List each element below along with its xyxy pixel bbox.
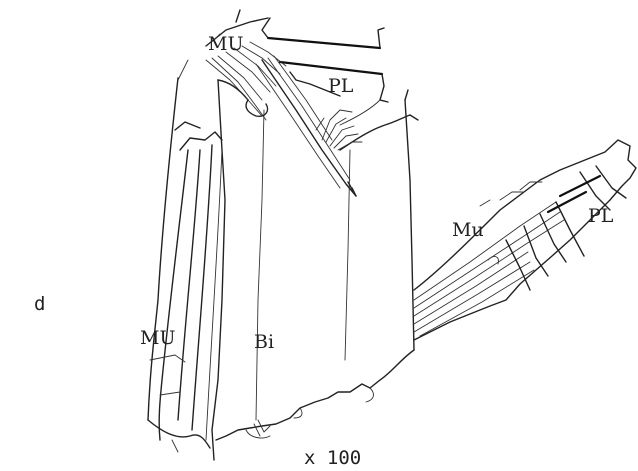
top-region [205,9,389,197]
right-region [413,139,637,341]
biotite-block [211,79,419,461]
label-mu-top: MU [208,33,243,55]
left-muscovite-lamellae [147,59,223,453]
scale-label: x 100 [304,447,361,469]
label-pl-top: PL [328,75,354,97]
label-bi: Bi [254,331,274,353]
panel-letter: d [34,293,45,315]
label-pl-right: PL [588,205,614,227]
label-mu-right: Mu [452,219,484,241]
label-mu-left: MU [140,327,175,349]
